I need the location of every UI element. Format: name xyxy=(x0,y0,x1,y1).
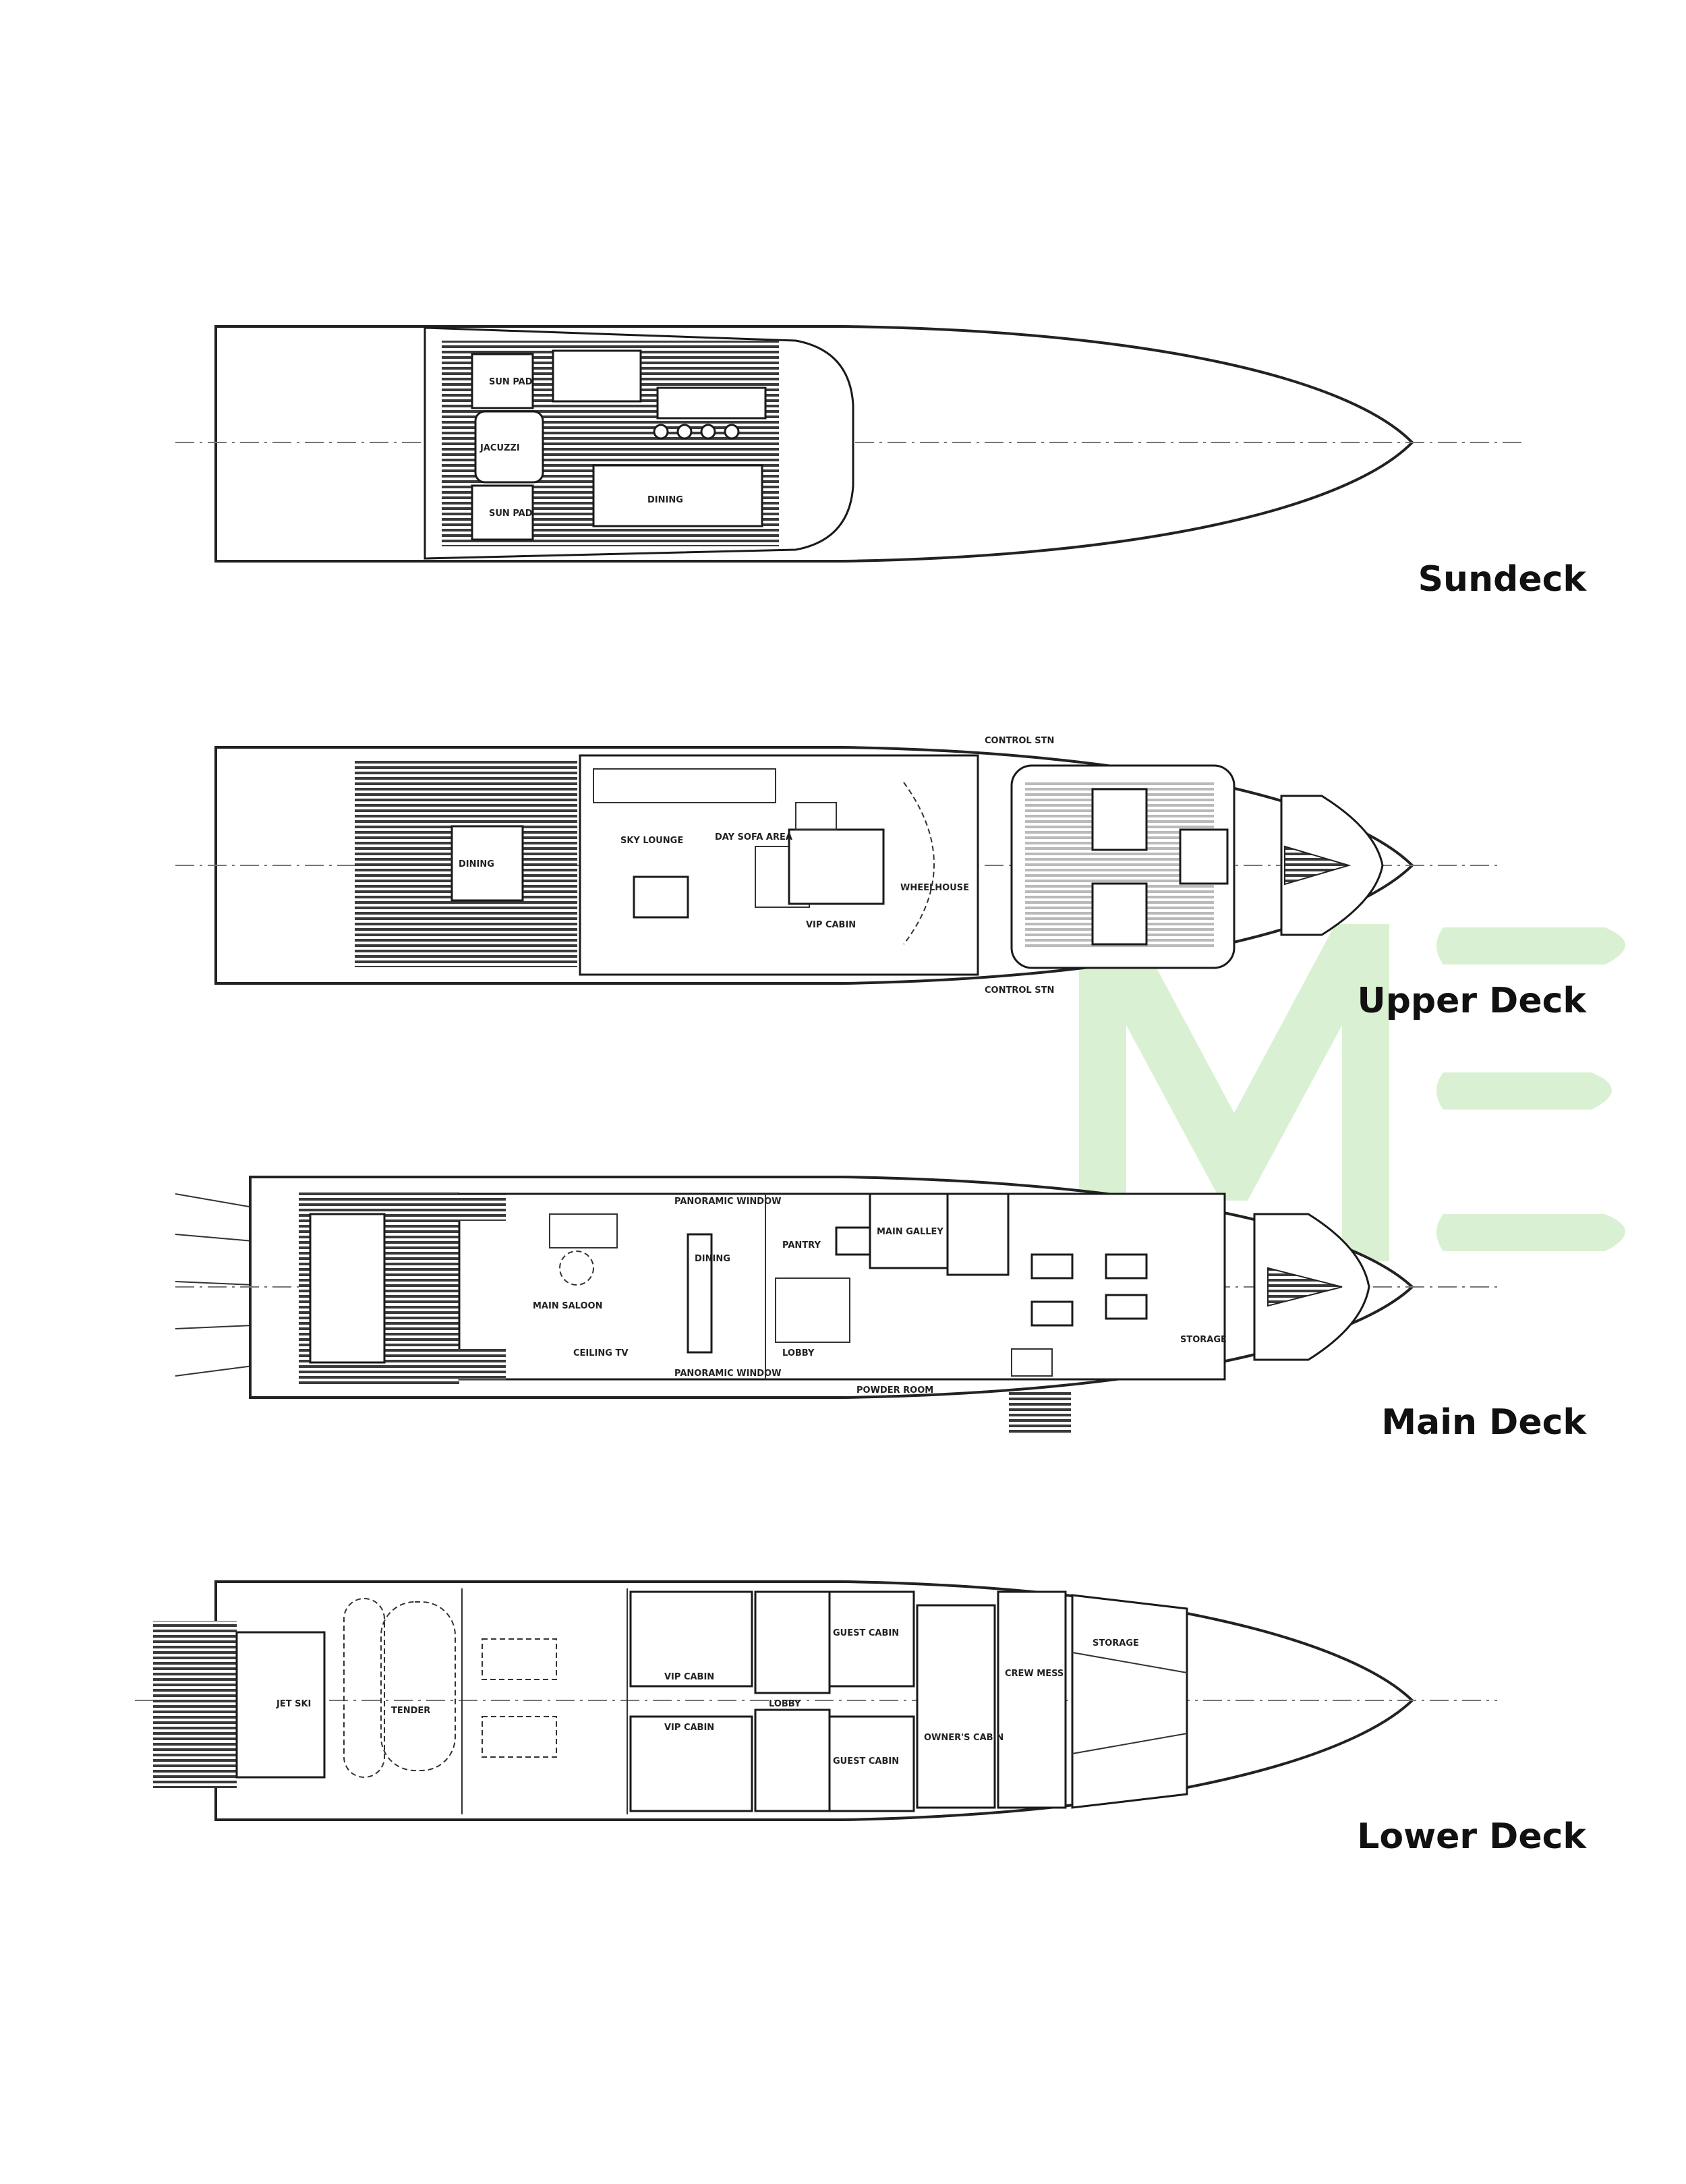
room-label: SUN PAD xyxy=(489,377,533,387)
room-label: MAIN GALLEY xyxy=(877,1227,943,1237)
room-label: TENDER xyxy=(391,1706,430,1716)
room-label: DAY SOFA AREA xyxy=(715,832,792,842)
room-label: SUN PAD xyxy=(489,509,533,519)
deck-title-sundeck: Sundeck xyxy=(1418,559,1588,600)
room-label: LOBBY xyxy=(769,1699,801,1709)
room-label: STORAGE xyxy=(1093,1638,1139,1648)
room-label: JET SKI xyxy=(276,1699,311,1709)
upper-deck-plan: DINING SKY LOUNGE DAY SOFA AREA VIP CABI… xyxy=(175,736,1497,996)
room-label: DINING xyxy=(695,1254,730,1264)
deck-title-main-deck: Main Deck xyxy=(1381,1402,1587,1443)
room-label: WHEELHOUSE xyxy=(900,883,969,893)
sundeck-plan: SUN PAD JACUZZI SUN PAD DINING xyxy=(175,325,1524,563)
deck-title-lower-deck: Lower Deck xyxy=(1357,1816,1587,1857)
room-label: POWDER ROOM xyxy=(856,1385,933,1396)
room-label: MAIN SALOON xyxy=(533,1301,602,1311)
room-label: JACUZZI xyxy=(479,443,520,453)
room-label: PANORAMIC WINDOW xyxy=(674,1197,781,1207)
room-label: GUEST CABIN xyxy=(833,1756,899,1766)
room-label: CONTROL STN xyxy=(985,985,1054,996)
room-label: STORAGE xyxy=(1180,1335,1227,1345)
room-label: VIP CABIN xyxy=(664,1723,714,1733)
room-label: CONTROL STN xyxy=(985,736,1054,746)
room-label: VIP CABIN xyxy=(806,920,856,930)
room-label: CEILING TV xyxy=(573,1348,628,1358)
room-label: PANTRY xyxy=(782,1240,821,1251)
room-label: OWNER'S CABIN xyxy=(924,1733,1004,1743)
room-label: LOBBY xyxy=(782,1348,815,1358)
room-label: PANORAMIC WINDOW xyxy=(674,1369,781,1379)
deck-title-upper-deck: Upper Deck xyxy=(1357,981,1587,1021)
room-label: DINING xyxy=(459,859,494,869)
room-label: GUEST CABIN xyxy=(833,1628,899,1638)
room-label: DINING xyxy=(647,495,683,505)
lower-deck-plan: JET SKI TENDER VIP CABIN VIP CABIN GUEST… xyxy=(135,1580,1497,1821)
room-label: SKY LOUNGE xyxy=(620,836,683,846)
room-label: VIP CABIN xyxy=(664,1672,714,1682)
room-label: CREW MESS xyxy=(1005,1669,1064,1679)
watermark-logo xyxy=(1079,924,1625,1261)
main-deck-plan: MAIN SALOON DINING PANORAMIC WINDOW PANO… xyxy=(175,1176,1497,1433)
